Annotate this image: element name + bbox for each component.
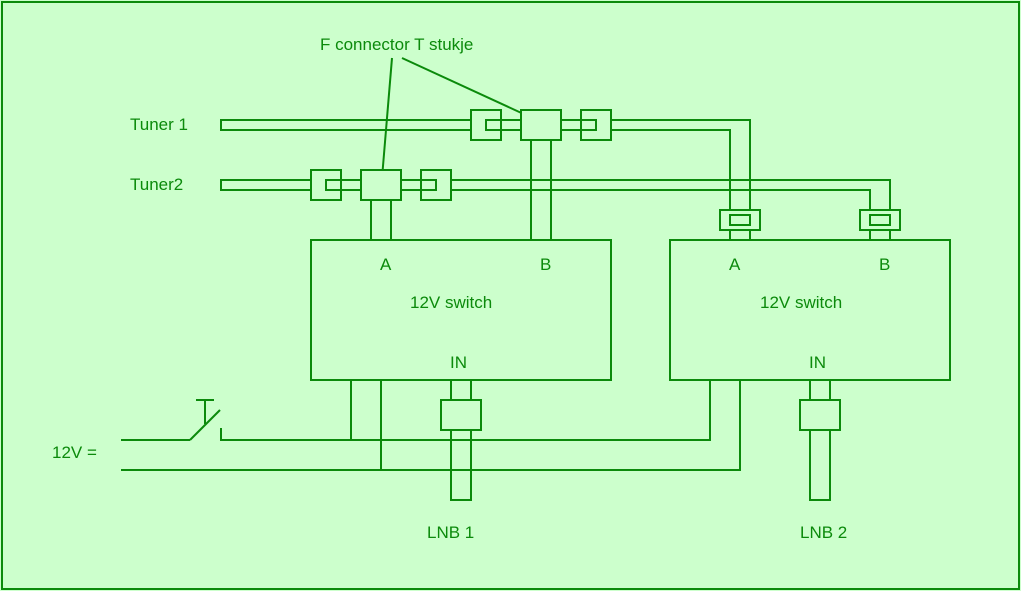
f-connector-inner-icon [420, 179, 437, 191]
tuner1-label: Tuner 1 [130, 115, 188, 134]
f-connector-inner-icon [325, 179, 342, 191]
switch-1-port-b: B [540, 255, 551, 274]
lnb1-label: LNB 1 [427, 523, 474, 542]
switch-2-port-a: A [729, 255, 741, 274]
t-connector-icon [520, 109, 562, 141]
f-connector-inner-icon [869, 214, 891, 226]
switch-1-title: 12V switch [410, 293, 492, 312]
switch-2-box [669, 239, 951, 381]
f-connector-icon [719, 209, 761, 231]
lnb2-label: LNB 2 [800, 523, 847, 542]
supply-wiring [121, 380, 741, 471]
switch-1-port-in: IN [450, 353, 467, 372]
supply-label: 12V = [52, 443, 97, 462]
switch-2-title: 12V switch [760, 293, 842, 312]
switch-1-port-a: A [380, 255, 392, 274]
f-connector-inner-icon [485, 119, 502, 131]
t-connector-icon [360, 169, 402, 201]
f-connector-icon [859, 209, 901, 231]
switch2-input-stubs [729, 230, 891, 240]
annotation-leader-right [401, 57, 542, 123]
lnb2-cable [799, 379, 841, 501]
f-connector-inner-icon [580, 119, 597, 131]
switch-1-box [310, 239, 612, 381]
annotation-label: F connector T stukje [320, 35, 473, 54]
lnb1-cable [440, 379, 482, 501]
annotation-leader-left [380, 57, 393, 191]
tuner2-label: Tuner2 [130, 175, 183, 194]
switch-2-port-b: B [879, 255, 890, 274]
f-connector-inner-icon [729, 214, 751, 226]
switch-2-port-in: IN [809, 353, 826, 372]
